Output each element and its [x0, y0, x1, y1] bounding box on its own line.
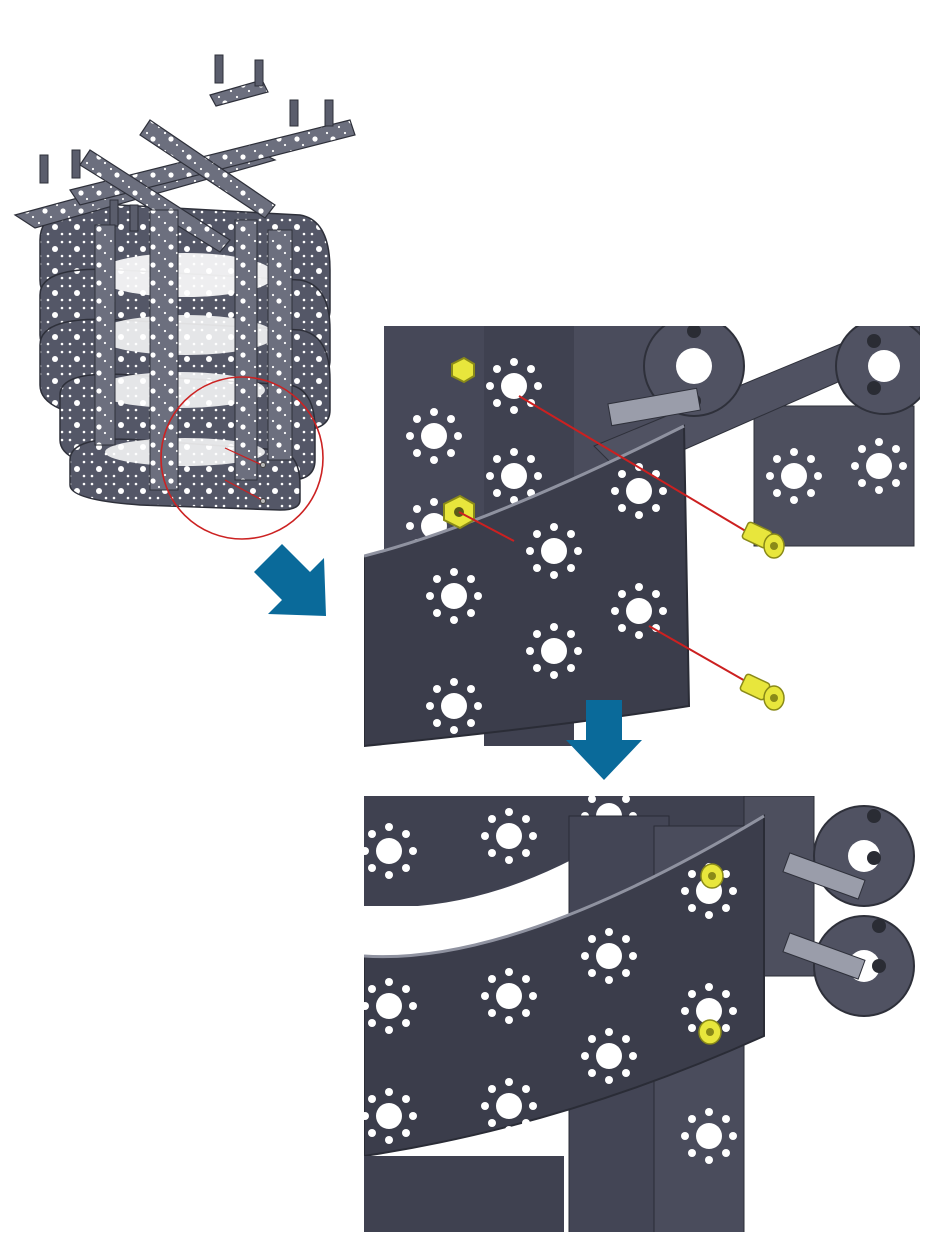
installed-screw-upper	[701, 864, 723, 888]
screw-lower	[739, 673, 784, 710]
arrow-down-right-icon	[246, 536, 336, 626]
installed-screw-lower	[699, 1020, 721, 1044]
arrow-down-icon	[566, 700, 642, 780]
closeup-before-fastening	[364, 326, 920, 762]
closeup-after-fastening	[364, 796, 920, 1232]
overview-assembly-figure	[0, 40, 360, 540]
